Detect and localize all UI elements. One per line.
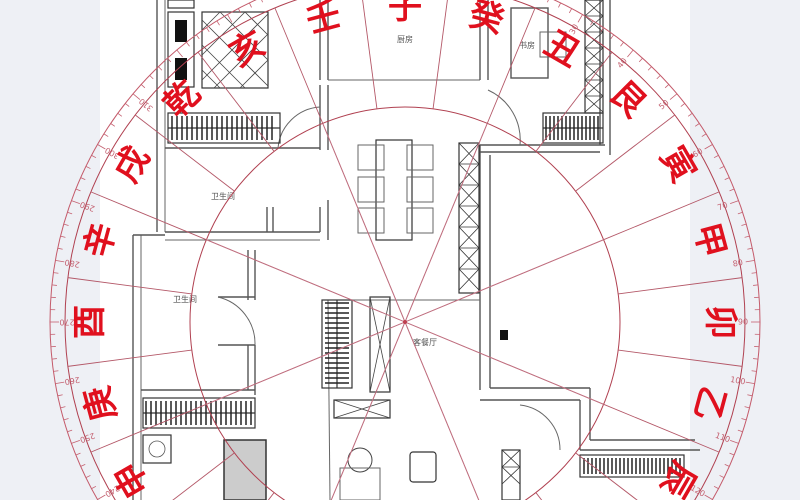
walls bbox=[132, 0, 700, 500]
room-label: 卫生间 bbox=[173, 294, 197, 304]
mountain-char: 甲 bbox=[686, 219, 733, 262]
degree-label: 310 bbox=[137, 96, 154, 113]
degree-label: 260 bbox=[64, 375, 81, 387]
mountain-ring bbox=[64, 0, 746, 500]
degree-label: 110 bbox=[714, 431, 731, 445]
mountain-char: 亥 bbox=[223, 23, 272, 75]
mountain-char: 壬 bbox=[302, 0, 345, 41]
plan-paper bbox=[100, 0, 690, 500]
mountain-char: 乾 bbox=[156, 73, 208, 125]
degree-label: 70 bbox=[716, 200, 729, 212]
mountain-char: 酉 bbox=[70, 305, 110, 339]
furniture bbox=[142, 0, 685, 500]
degree-label: 90 bbox=[738, 318, 748, 327]
inner-ring bbox=[189, 106, 621, 500]
degree-label: 60 bbox=[691, 147, 704, 160]
mountain-char: 庚 bbox=[77, 382, 124, 425]
degree-label: 40 bbox=[616, 56, 629, 70]
degree-label: 290 bbox=[79, 200, 96, 214]
degree-label: 280 bbox=[64, 258, 81, 270]
degree-label: 250 bbox=[79, 431, 96, 445]
room-label: 卫生间 bbox=[211, 191, 235, 201]
room-label: 书房 bbox=[519, 40, 535, 50]
degree-label: 270 bbox=[59, 318, 74, 327]
mountain-char: 戌 bbox=[106, 140, 158, 189]
degree-label: 100 bbox=[730, 375, 747, 387]
mountain-char: 寅 bbox=[652, 140, 704, 189]
degree-label: 30 bbox=[568, 23, 581, 36]
mountain-char: 卯 bbox=[700, 305, 740, 339]
degree-label: 80 bbox=[732, 258, 744, 269]
mountain-char: 丑 bbox=[538, 23, 587, 75]
room-label: 厨房 bbox=[397, 34, 413, 44]
mountain-char: 乙 bbox=[686, 382, 733, 425]
room-label: 客餐厅 bbox=[413, 337, 437, 347]
degree-label: 50 bbox=[657, 98, 671, 111]
mountain-char: 辛 bbox=[77, 219, 124, 262]
mountain-char: 子 bbox=[388, 0, 422, 27]
mountain-char: 癸 bbox=[464, 0, 508, 41]
